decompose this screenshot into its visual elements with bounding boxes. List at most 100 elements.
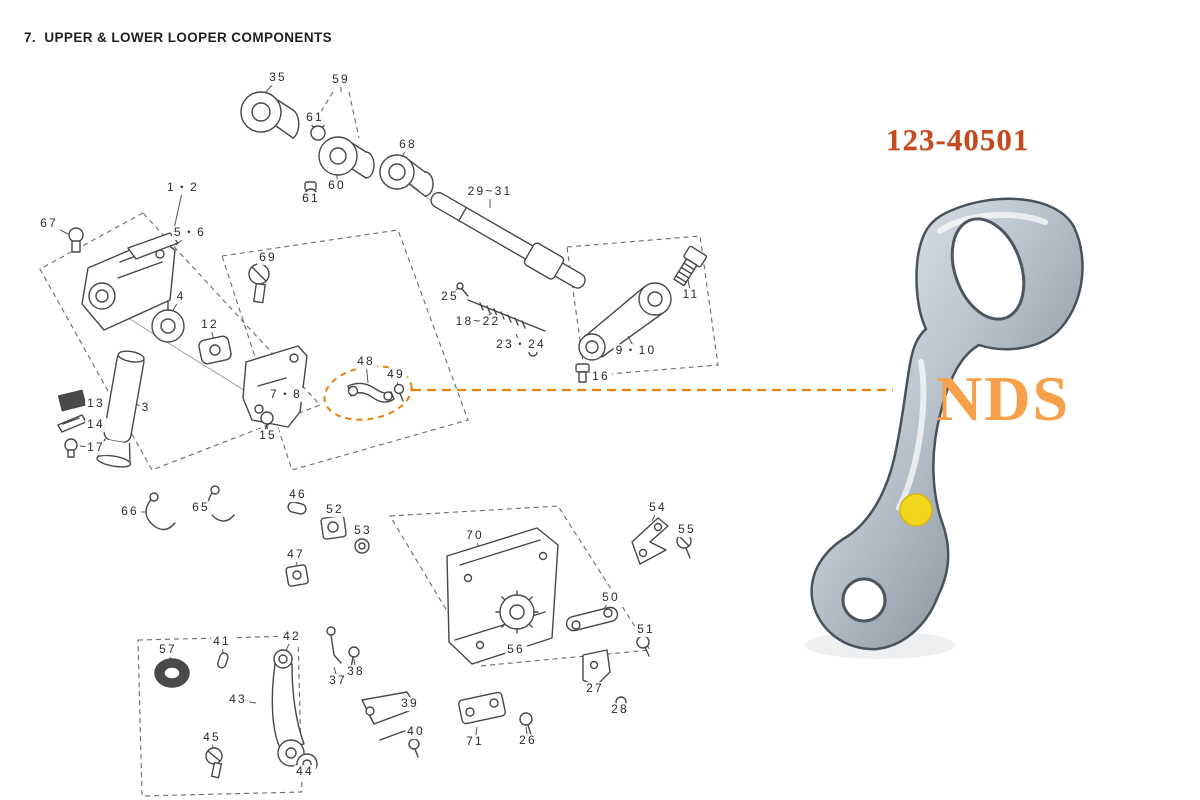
part-label-23-24: 23・24 xyxy=(494,337,548,352)
part-55-screw xyxy=(676,533,692,559)
part-56-cam xyxy=(495,590,539,634)
part-label-4: 4 xyxy=(174,289,188,304)
part-66-hook xyxy=(145,492,176,531)
parts-line-art xyxy=(57,91,708,779)
part-11-bolt xyxy=(673,245,708,287)
part-label-48: 48 xyxy=(355,354,377,369)
part-47-washer xyxy=(285,564,309,587)
part-51-screw xyxy=(636,635,650,657)
part-label-68: 68 xyxy=(397,137,419,152)
lever-round-hole xyxy=(841,577,887,623)
part-label-61: 61 xyxy=(304,110,326,125)
part-label-46: 46 xyxy=(287,487,309,502)
part-label-25: 25 xyxy=(439,289,461,304)
part-label-45: 45 xyxy=(201,730,223,745)
part-65-hook xyxy=(207,485,235,522)
part-26-screw xyxy=(519,712,533,736)
part-7-8-plate xyxy=(242,345,308,428)
part-label-5-6: 5・6 xyxy=(172,225,208,240)
part-48-lever xyxy=(347,382,395,403)
lever-oval-hole xyxy=(950,217,1026,321)
part-5-6-plate xyxy=(127,232,179,260)
part-35-bushing xyxy=(240,91,300,139)
part-17-nut xyxy=(64,438,78,458)
part-37-pin xyxy=(326,626,342,664)
part-label-38: 38 xyxy=(345,664,367,679)
part-label-27: 27 xyxy=(584,681,606,696)
part-18-22-needles xyxy=(467,299,546,332)
part-68-sleeve xyxy=(379,154,434,197)
part-4-ring xyxy=(151,301,185,343)
part-label-51: 51 xyxy=(635,622,657,637)
part-label-70: 70 xyxy=(464,528,486,543)
part-label-9-10: 9・10 xyxy=(613,343,659,358)
part-label-42: 42 xyxy=(281,629,303,644)
part-label-15: 15 xyxy=(257,428,279,443)
part-50-link xyxy=(565,606,619,632)
part-27-bracket xyxy=(582,649,611,687)
part-label-47: 47 xyxy=(285,547,307,562)
part-67-bolt xyxy=(68,227,84,253)
part-12-plate xyxy=(198,335,232,365)
part-label-71: 71 xyxy=(464,734,486,749)
part-label-28: 28 xyxy=(609,702,631,717)
product-photo xyxy=(805,197,1084,659)
part-label-17: 17 xyxy=(85,440,107,455)
part-60-collar xyxy=(318,136,375,179)
part-52-block xyxy=(320,515,347,540)
nds-watermark: NDS xyxy=(936,363,1071,434)
part-label-40: 40 xyxy=(405,724,427,739)
part-label-29~31: 29~31 xyxy=(465,184,515,199)
part-38-screw xyxy=(348,646,360,669)
part-14-wedge xyxy=(57,414,87,433)
part-70-plate xyxy=(446,527,559,665)
part-13-block xyxy=(57,389,87,412)
part-label-55: 55 xyxy=(676,522,698,537)
part-41-pin xyxy=(217,652,229,669)
part-label-56: 56 xyxy=(505,642,527,657)
part-label-26: 26 xyxy=(517,733,539,748)
part-46-pin xyxy=(287,501,307,515)
part-label-49: 49 xyxy=(385,367,407,382)
part-label-67: 67 xyxy=(38,216,60,231)
part-57-grommet xyxy=(154,658,190,688)
part-label-3: 3 xyxy=(139,400,153,415)
part-label-13: 13 xyxy=(85,396,107,411)
part-29-31-shaft xyxy=(430,191,586,289)
part-label-50: 50 xyxy=(600,590,622,605)
part-label-39: 39 xyxy=(399,696,421,711)
assembly-outline-boxes xyxy=(39,91,719,797)
part-label-41: 41 xyxy=(211,634,233,649)
part-49-screw xyxy=(393,383,405,402)
page-title: 7. UPPER & LOWER LOOPER COMPONENTS xyxy=(24,30,333,45)
part-label-69: 69 xyxy=(257,250,279,265)
part-label-7-8: 7・8 xyxy=(268,387,304,402)
part-label-65: 65 xyxy=(190,500,212,515)
part-label-54: 54 xyxy=(647,500,669,515)
part-54-bracket xyxy=(631,517,669,565)
part-45-screw xyxy=(205,747,223,779)
part-label-66: 66 xyxy=(119,504,141,519)
part-label-35: 35 xyxy=(267,70,289,85)
part-label-53: 53 xyxy=(352,523,374,538)
part-9-10-crank xyxy=(578,282,672,361)
part-label-11: 11 xyxy=(680,287,702,302)
part-label-18~22: 18~22 xyxy=(453,314,503,329)
part-label-1-2: 1・2 xyxy=(165,180,201,195)
part-16-screw xyxy=(575,363,590,383)
part-label-59: 59 xyxy=(330,72,352,87)
part-label-43: 43 xyxy=(227,692,249,707)
part-1-2-holder xyxy=(81,237,176,331)
part-25-pin xyxy=(456,282,469,297)
part-71-plate xyxy=(458,691,506,725)
part-53-washer xyxy=(354,538,370,554)
part-label-60: 60 xyxy=(326,178,348,193)
yellow-dot-sticker xyxy=(899,493,933,527)
part-69-screw xyxy=(248,263,270,304)
part-label-61: 61 xyxy=(300,191,322,206)
part-label-57: 57 xyxy=(157,642,179,657)
part-label-44: 44 xyxy=(294,764,316,779)
part-label-52: 52 xyxy=(324,502,346,517)
part-label-37: 37 xyxy=(327,673,349,688)
